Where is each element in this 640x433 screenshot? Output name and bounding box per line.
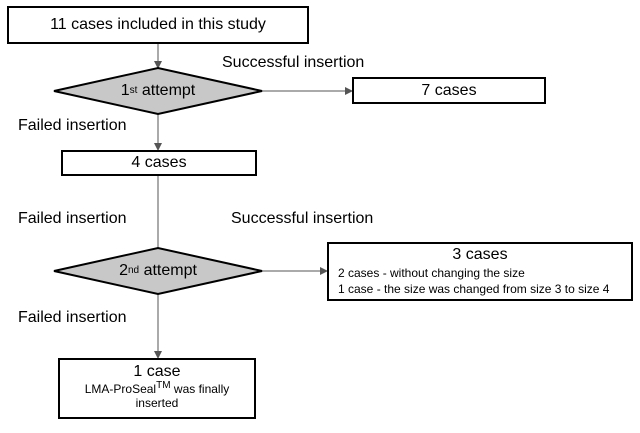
success1-label: Successful insertion xyxy=(222,54,365,71)
success2-box: 3 cases 2 cases - without changing the s… xyxy=(327,242,633,301)
attempt1-diamond xyxy=(53,66,263,116)
attempt2-ordinal: 2 xyxy=(119,262,128,279)
fail-mid-label: Failed insertion xyxy=(18,210,127,227)
fail1-box: 4 cases xyxy=(61,150,257,176)
fail1-label: Failed insertion xyxy=(18,117,127,134)
success2-label: Successful insertion xyxy=(231,210,374,227)
fail2-box-text-line1: LMA-ProSealTM was finally xyxy=(60,380,254,397)
success1-box: 7 cases xyxy=(352,77,546,104)
attempt1-ordinal: 1 xyxy=(120,82,130,99)
fail2-box-title: 1 case xyxy=(133,363,181,380)
success2-line2: 1 case - the size was changed from size … xyxy=(338,282,610,296)
start-text: 11 cases included in this study xyxy=(50,16,266,33)
success1-box-text: 7 cases xyxy=(421,81,477,99)
fail1-box-text: 4 cases xyxy=(131,154,187,171)
fail2-text-suffix: was finally xyxy=(170,382,230,396)
fail2-text-superscript: TM xyxy=(156,380,171,391)
fail2-text-prefix: LMA-ProSeal xyxy=(84,382,157,396)
fail2-box-text-line2: inserted xyxy=(135,396,179,410)
success2-line1: 2 cases - without changing the size xyxy=(338,266,525,280)
attempt2-diamond xyxy=(53,246,263,296)
fail2-box: 1 case LMA-ProSealTM was finally inserte… xyxy=(58,358,256,419)
attempt1-word: attempt xyxy=(141,82,196,99)
attempt2-word: attempt xyxy=(143,262,197,279)
start-box: 11 cases included in this study xyxy=(7,6,309,44)
fail2-label: Failed insertion xyxy=(18,309,127,326)
success2-box-title: 3 cases xyxy=(452,246,508,263)
